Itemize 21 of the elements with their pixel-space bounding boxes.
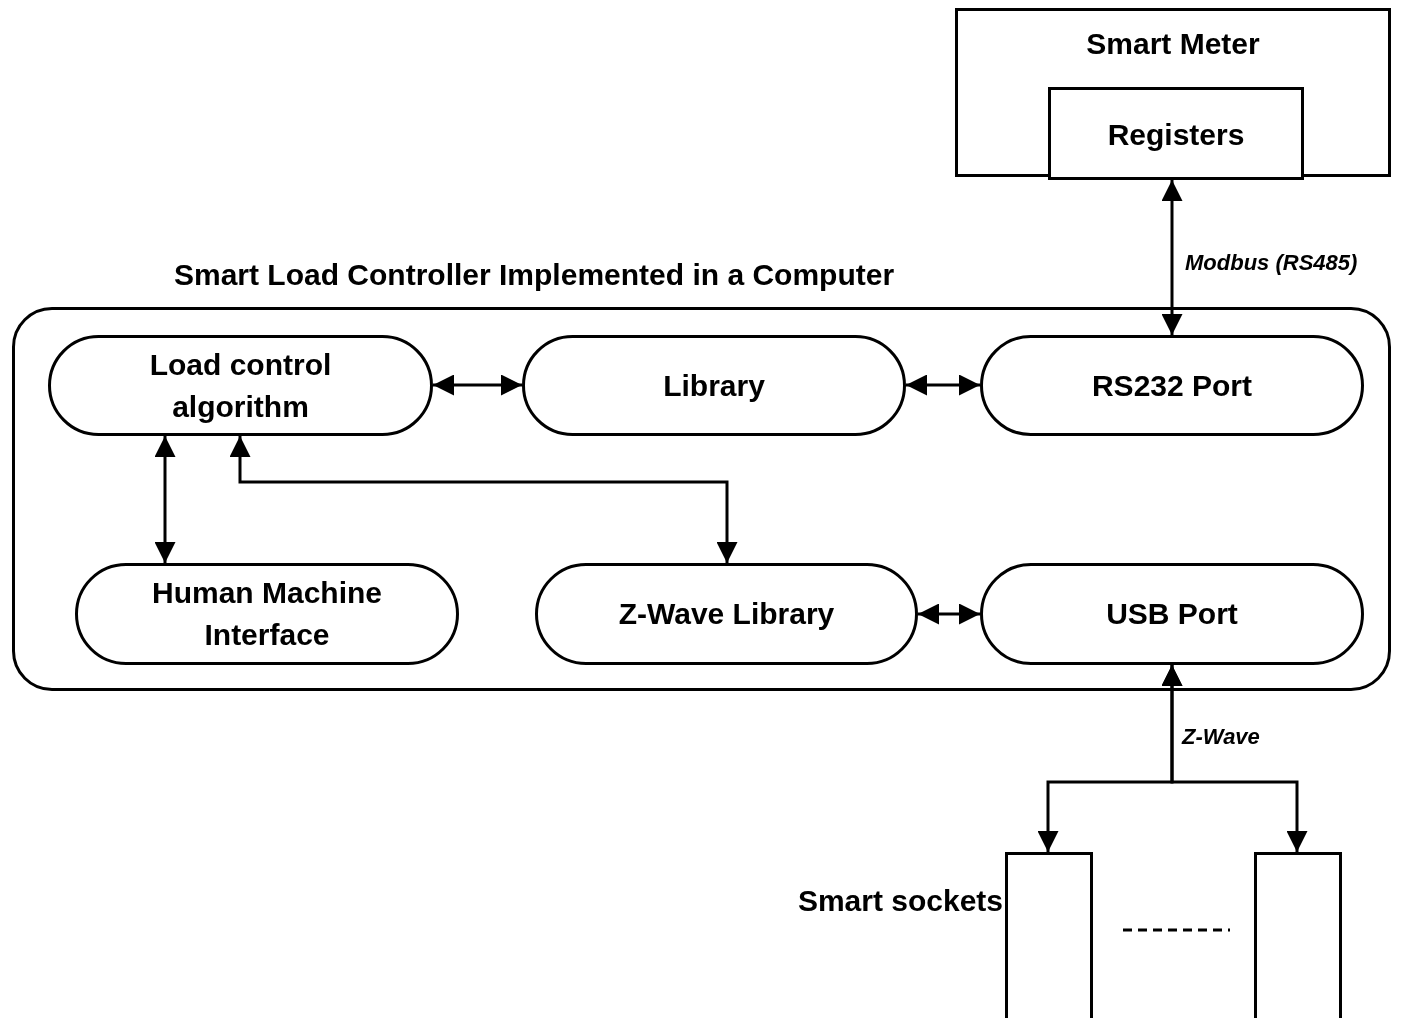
process-pill: Z-Wave Library xyxy=(535,563,918,665)
group-title: Smart Load Controller Implemented in a Computer xyxy=(174,258,895,292)
device-box xyxy=(955,8,1391,177)
arrow xyxy=(154,436,176,563)
arrow xyxy=(229,436,738,563)
process-pill: Library xyxy=(522,335,906,436)
arrow xyxy=(1161,665,1308,852)
process-pill: Load control algorithm xyxy=(48,335,433,436)
process-pill: USB Port xyxy=(980,563,1364,665)
box-title: Smart Meter xyxy=(1085,27,1261,61)
socket-box xyxy=(1005,852,1093,1018)
box-title: Registers xyxy=(1106,118,1246,152)
socket-caption: Smart sockets xyxy=(797,884,1003,918)
socket-box xyxy=(1254,852,1342,1018)
arrow xyxy=(433,374,522,396)
component-box xyxy=(1048,87,1304,180)
arrow xyxy=(1161,180,1183,335)
process-pill: RS232 Port xyxy=(980,335,1364,436)
process-pill: Human Machine Interface xyxy=(75,563,459,665)
arrow xyxy=(918,603,980,625)
arrow xyxy=(906,374,980,396)
